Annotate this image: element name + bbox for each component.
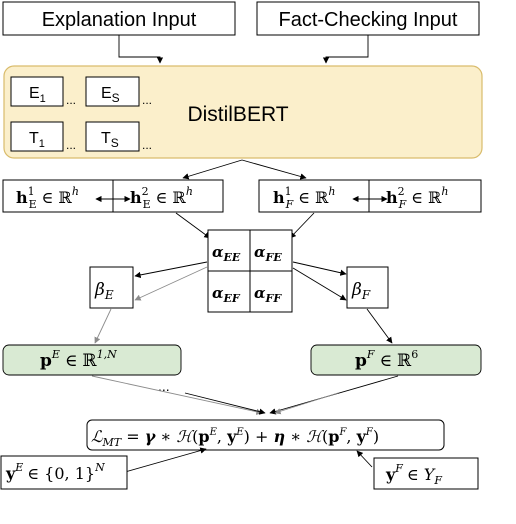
explanation-to-encoder-arrow	[118, 35, 164, 64]
encoder-to-he-arrow	[182, 159, 243, 180]
svg-text:T1: T1	[29, 130, 45, 150]
attention-matrix: αEE αFE αEF αFF	[207, 229, 293, 313]
token-t1: T1	[10, 121, 64, 152]
distilbert-encoder: DistilBERT E1 ... ES ... T1 ... TS ...	[3, 65, 483, 159]
pe-formula: pE∈ℝ1,N	[40, 348, 117, 371]
alpha-ef: αEF	[212, 284, 241, 305]
token-e1-letter: E	[29, 85, 40, 102]
attention-to-beta-f-arrow	[292, 261, 347, 276]
token-ts-sub: S	[111, 136, 119, 150]
attention-to-beta-e-arrow	[134, 261, 208, 279]
token-ts-letter: T	[101, 130, 111, 147]
pf-formula: pF∈ℝ6	[355, 348, 418, 371]
yf-formula: yF∈YF	[385, 462, 442, 487]
token-ellipsis-1: ...	[66, 93, 76, 107]
token-t1-letter: T	[29, 130, 39, 147]
token-e1-sub: 1	[40, 93, 46, 105]
encoder-to-hf-arrow	[241, 159, 307, 180]
token-es-sub: S	[112, 91, 120, 105]
svg-text:TS: TS	[101, 130, 119, 150]
token-ellipsis-2: ...	[142, 93, 152, 107]
explanation-labels-box: yE∈{0, 1}N	[0, 455, 128, 490]
beta-f-to-pf-arrow	[366, 308, 393, 344]
alpha-fe: αFE	[254, 243, 282, 264]
token-ellipsis-4: ...	[142, 138, 152, 152]
pf-to-loss-secondary-arrow	[274, 392, 339, 415]
attention-to-beta-f-secondary-arrow	[292, 267, 347, 301]
hf-to-attention-arrow	[289, 212, 315, 239]
token-t1-sub: 1	[39, 138, 45, 150]
fact-checking-input-label: Fact-Checking Input	[279, 9, 458, 31]
alpha-ff: αFF	[254, 284, 282, 305]
yf-to-loss-arrow	[356, 450, 373, 468]
beta-e-to-pe-arrow	[94, 308, 112, 344]
explanation-input-box: Explanation Input	[2, 1, 236, 36]
explanation-prediction-box: pE∈ℝ1,N	[2, 344, 182, 376]
token-es: ES	[85, 76, 140, 107]
he-to-attention-arrow	[175, 212, 211, 239]
prediction-ellipsis: ...	[158, 378, 170, 394]
fact-checking-input-box: Fact-Checking Input	[256, 1, 480, 36]
encoder-name: DistilBERT	[187, 103, 288, 126]
pe-to-loss-arrow	[184, 392, 266, 415]
factcheck-labels-box: yF∈YF	[373, 457, 479, 490]
svg-text:E1: E1	[29, 85, 46, 105]
token-es-letter: E	[101, 85, 112, 102]
beta-e-box: βE	[89, 266, 134, 309]
loss-formula: ℒMT = γ ∗ ℋ(pE, yE) + η ∗ ℋ(pF, yF)	[91, 427, 379, 449]
token-e1: E1	[10, 76, 64, 107]
svg-text:ES: ES	[101, 85, 120, 105]
explanation-input-label: Explanation Input	[42, 9, 197, 31]
pe-to-loss-secondary-arrow	[91, 375, 263, 415]
factcheck-prediction-box: pF∈ℝ6	[310, 344, 482, 376]
beta-f-label: βF	[351, 280, 371, 302]
token-ellipsis-3: ...	[66, 138, 76, 152]
ye-formula: yE∈{0, 1}N	[5, 461, 105, 483]
attention-to-beta-e-secondary-arrow	[134, 266, 208, 301]
multitask-loss-box: ℒMT = γ ∗ ℋ(pE, yE) + η ∗ ℋ(pF, yF)	[86, 419, 445, 451]
ye-to-loss-arrow	[124, 447, 207, 473]
alpha-ee: αEE	[212, 243, 241, 264]
beta-e-label: βE	[94, 280, 114, 302]
beta-f-box: βF	[346, 266, 389, 309]
factcheck-to-encoder-arrow	[322, 35, 369, 64]
token-ts: TS	[85, 121, 140, 152]
